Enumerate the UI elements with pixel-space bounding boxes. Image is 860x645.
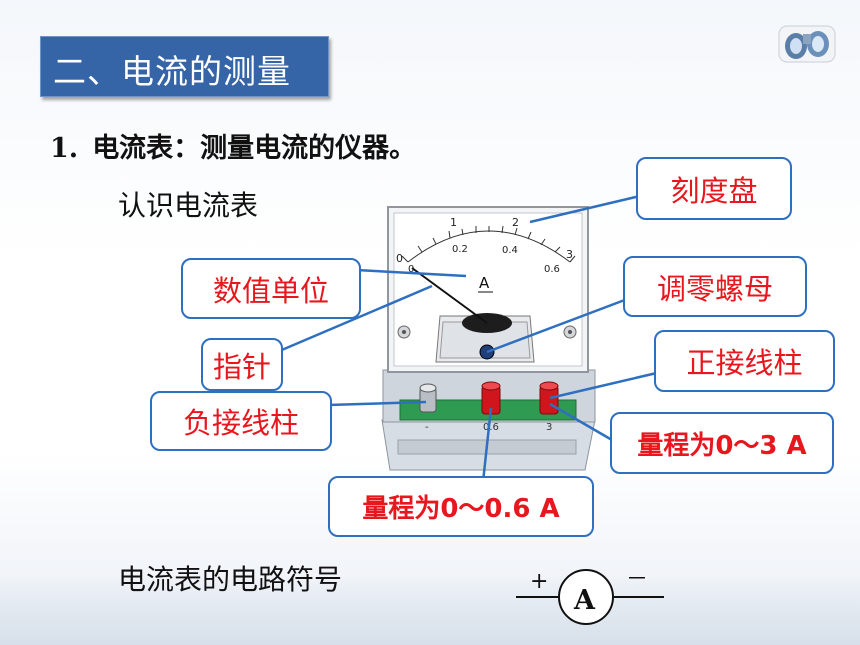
label-zero-adjust: 调零螺母 [623,256,807,317]
scale-top-0: 0 [396,252,403,265]
scale-top-3: 3 [566,248,573,261]
symbol-plus: + [530,569,548,594]
title-banner: 二、电流的测量 [40,36,329,97]
label-unit: 数值单位 [181,258,361,319]
terminal-mark-06: 0.6 [483,422,499,433]
label-pointer: 指针 [201,338,283,391]
section-heading: 1. 电流表：测量电流的仪器。 [50,126,416,165]
label-positive-terminal: 正接线柱 [654,330,835,392]
scale-top-2: 2 [512,216,519,229]
binoculars-icon [778,25,836,63]
circuit-symbol-caption: 电流表的电路符号 [118,563,343,596]
callout-lines [269,194,662,483]
terminal-06-post [481,381,501,415]
label-scale-dial: 刻度盘 [636,157,792,220]
ammeter-circuit-symbol: A + － [516,567,664,625]
unit-symbol: A [479,274,490,292]
label-negative-terminal: 负接线柱 [150,391,332,451]
terminal-mark-negative: - [425,422,429,433]
heading-number: 1. [50,133,79,164]
scale-bottom-06: 0.6 [544,264,560,275]
symbol-letter: A [573,585,596,616]
scale-bottom-0: 0 [408,264,414,275]
negative-terminal-post [419,383,437,413]
slide-footer-gradient [0,575,860,645]
label-range-06: 量程为0～0.6 A [328,476,594,537]
scale-bottom-04: 0.4 [502,245,518,256]
terminal-3-post [539,381,559,415]
meter-pointer [411,267,488,324]
subheading: 认识电流表 [118,189,259,222]
label-range-3: 量程为0～3 A [610,412,834,474]
scale-top-1: 1 [450,216,457,229]
terminal-mark-3: 3 [546,422,552,433]
scale-bottom-02: 0.2 [452,244,468,255]
heading-text: 电流表：测量电流的仪器。 [92,133,417,164]
slide-title: 二、电流的测量 [53,52,291,91]
symbol-minus: － [626,567,648,592]
